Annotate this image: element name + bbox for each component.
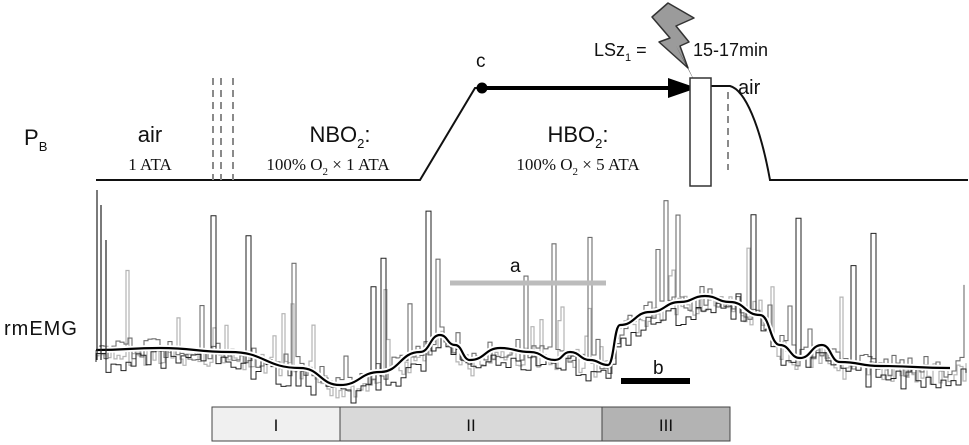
lsz-value: 15-17min [693,40,768,60]
stage-ii-box [339,406,603,442]
stage-ii-label: II [466,416,475,435]
emg-raw-trace [95,247,967,399]
nbo2-phase-label: NBO2: [309,122,370,151]
pressure-decompression-line [710,85,968,181]
stage-i-label: I [274,416,279,435]
chamber-window-box [689,77,712,187]
c-marker-label: c [476,51,486,72]
pressure-axis-label: PB [24,125,47,154]
emg-envelope-line [95,294,951,387]
bar-a-label: a [510,256,521,277]
hbo2-phase-label: HBO2: [547,122,608,151]
emg-raw-trace [95,210,967,404]
air-end-label: air [738,77,761,99]
air-phase-label: air [138,122,162,147]
nbo2-description: 100% O2 × 1 ATA [266,155,390,178]
lightning-seizure-icon [651,2,695,69]
stage-iii-label: III [659,416,673,435]
emg-raw-trace [95,200,965,386]
stage-bar: I II III [211,406,731,442]
stage-i-box [211,406,341,442]
emg-axis-label: rmEMG [4,318,78,340]
lsz-label: LSz1 = [594,40,647,64]
air-pressure-label: 1 ATA [128,155,172,174]
gas-switch-dashes [212,78,729,180]
hbo2-description: 100% O2 × 5 ATA [516,155,640,178]
stage-iii-box [601,406,731,442]
bar-b-label: b [653,358,664,379]
emg-traces [95,190,967,404]
arrow-head-icon [668,78,697,98]
emg-envelope-halo [95,292,951,389]
